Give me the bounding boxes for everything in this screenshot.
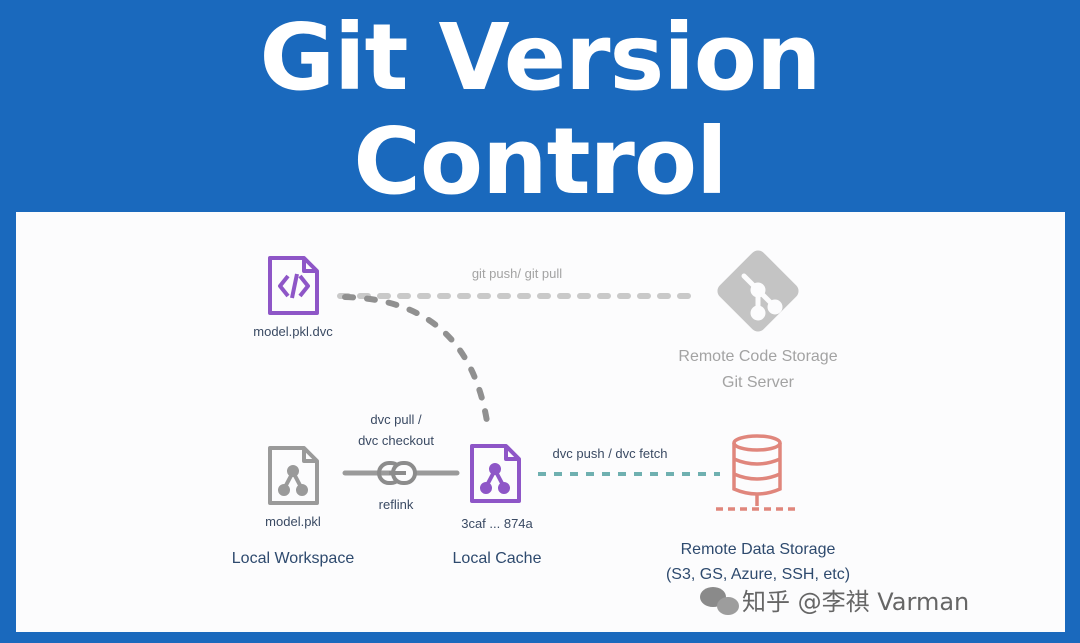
dvc-pull-label-1: dvc pull / xyxy=(370,412,422,427)
git-server-line1: Remote Code Storage xyxy=(678,348,838,365)
dvc-push-label: dvc push / dvc fetch xyxy=(552,446,668,461)
watermark-text: 知乎 @李祺 Varman xyxy=(742,588,970,616)
workspace-file-label: model.pkl xyxy=(265,514,321,529)
database-icon xyxy=(716,434,798,511)
local-cache-caption: Local Cache xyxy=(452,550,542,567)
local-workspace-caption: Local Workspace xyxy=(231,550,355,567)
dvc-pull-label-2: dvc checkout xyxy=(358,433,434,448)
dvc-to-cache-curve xyxy=(342,294,491,431)
git-edge-label: git push/ git pull xyxy=(471,266,563,281)
chain-link-icon xyxy=(377,461,417,485)
title-line-2: Control xyxy=(353,108,727,215)
dvc-file-label: model.pkl.dvc xyxy=(253,324,333,339)
cache-file-label: 3caf ... 874a xyxy=(461,516,533,531)
diagram-panel xyxy=(16,212,1065,632)
data-storage-line2: (S3, GS, Azure, SSH, etc) xyxy=(665,566,851,583)
data-storage-line1: Remote Data Storage xyxy=(680,541,836,558)
title-line-1: Git Version xyxy=(259,4,822,111)
git-server-line2: Git Server xyxy=(721,374,795,391)
workspace-file-icon xyxy=(268,446,319,505)
cache-file-icon xyxy=(470,444,521,503)
wechat-logo-icon xyxy=(700,587,739,615)
reflink-label: reflink xyxy=(378,497,414,512)
git-logo-icon xyxy=(717,250,799,332)
code-file-icon xyxy=(268,256,319,315)
